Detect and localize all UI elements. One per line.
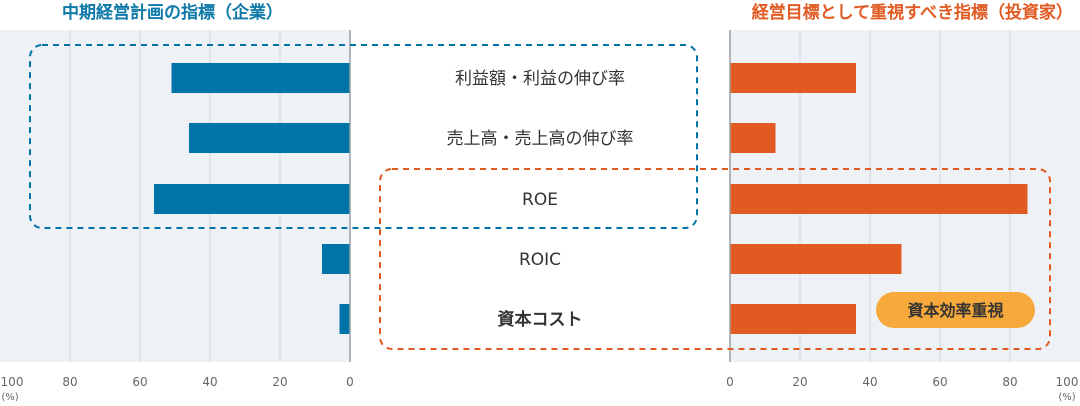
left-tick-label: 100 bbox=[1, 375, 24, 389]
right-bar bbox=[730, 184, 1028, 214]
right-bar bbox=[730, 244, 902, 274]
category-label: 利益額・利益の伸び率 bbox=[455, 69, 625, 89]
left-group-outline bbox=[29, 44, 698, 229]
category-label: 売上高・売上高の伸び率 bbox=[447, 129, 634, 149]
right-tick-label: 40 bbox=[862, 375, 877, 389]
right-tick-label: 80 bbox=[1002, 375, 1017, 389]
right-bar bbox=[730, 304, 856, 334]
right-group-outline bbox=[379, 168, 1051, 350]
left-tick-label: 60 bbox=[132, 375, 147, 389]
left-tick-labels: 100 80 60 40 20 0 bbox=[1, 375, 354, 389]
left-tick-label: 80 bbox=[62, 375, 77, 389]
category-label: 資本コスト bbox=[498, 309, 583, 330]
right-bars bbox=[730, 63, 1028, 334]
category-label: ROIC bbox=[519, 250, 561, 270]
left-bar bbox=[189, 123, 350, 153]
left-bars bbox=[154, 63, 350, 334]
annotation-badge bbox=[876, 292, 1035, 328]
right-tick-label: 60 bbox=[932, 375, 947, 389]
left-bar bbox=[171, 63, 350, 93]
right-tick-labels: 0 20 40 60 80 100 bbox=[726, 375, 1078, 389]
left-unit-label: (%) bbox=[1, 392, 18, 403]
right-chart-title: 経営目標として重視すべき指標（投資家） bbox=[752, 2, 1073, 23]
right-unit-label: (%) bbox=[1058, 392, 1075, 403]
right-bar bbox=[730, 123, 776, 153]
left-bar bbox=[154, 184, 350, 214]
left-tick-label: 40 bbox=[202, 375, 217, 389]
left-bar bbox=[339, 304, 350, 334]
left-tick-label: 20 bbox=[272, 375, 287, 389]
right-bar bbox=[730, 63, 856, 93]
left-bar bbox=[322, 244, 350, 274]
right-tick-label: 100 bbox=[1056, 375, 1079, 389]
right-tick-label: 20 bbox=[792, 375, 807, 389]
category-label: ROE bbox=[522, 190, 558, 210]
left-chart-title: 中期経営計画の指標（企業） bbox=[62, 2, 283, 23]
right-tick-label: 0 bbox=[726, 375, 734, 389]
left-tick-label: 0 bbox=[346, 375, 354, 389]
annotation-badge-text: 資本効率重視 bbox=[907, 301, 1003, 320]
